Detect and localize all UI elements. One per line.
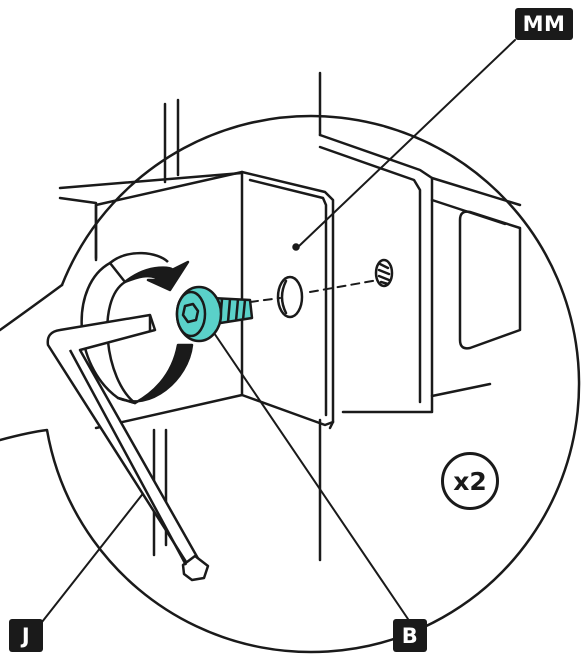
- leader-j: [42, 491, 145, 622]
- leader-b: [212, 330, 408, 619]
- part-label-b: B: [393, 619, 427, 652]
- frame-rail: [60, 173, 242, 258]
- part-label-j: J: [9, 619, 43, 652]
- alignment-line: [250, 280, 378, 302]
- threaded-hole: [376, 260, 392, 286]
- side-rail: [320, 135, 520, 412]
- part-label-mm: MM: [515, 8, 573, 40]
- quantity-badge: x2: [441, 452, 499, 510]
- callout-tail-top: [0, 285, 62, 330]
